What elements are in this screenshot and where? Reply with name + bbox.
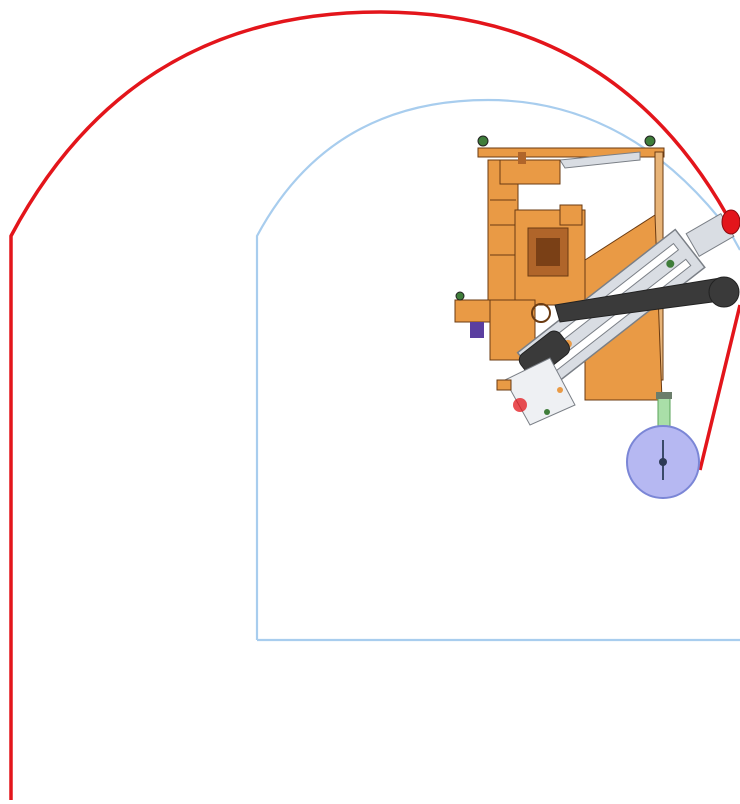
left-bolt xyxy=(455,291,465,301)
lower-gearbox-red xyxy=(513,398,527,412)
rail-bolt-left xyxy=(477,135,489,147)
outer-envelope-return xyxy=(698,304,740,471)
carriage-green-dot xyxy=(666,259,675,268)
top-rail xyxy=(477,147,665,158)
purple-module xyxy=(470,322,484,338)
inner-envelope xyxy=(255,98,740,642)
lower-gearbox-bolt-2 xyxy=(557,387,563,393)
gearbox-side xyxy=(559,204,583,226)
lower-gearbox-stub xyxy=(496,379,512,391)
gearbox-inner xyxy=(536,238,560,266)
wheel xyxy=(626,425,700,499)
tool-head xyxy=(685,209,740,257)
column-top xyxy=(499,159,561,185)
rail-bolt-right xyxy=(644,135,656,147)
pivot-ring xyxy=(531,303,551,323)
column-cap xyxy=(518,152,526,164)
outer-envelope xyxy=(9,10,737,800)
lower-gearbox xyxy=(496,357,576,426)
mast-foot xyxy=(656,392,672,399)
boom-arm xyxy=(554,276,740,323)
wheel-hub xyxy=(659,458,667,466)
lower-gearbox-bolt-1 xyxy=(544,409,550,415)
tool-tip xyxy=(721,209,740,235)
boom-end-knob xyxy=(708,276,740,308)
rail-bracket xyxy=(559,151,641,169)
